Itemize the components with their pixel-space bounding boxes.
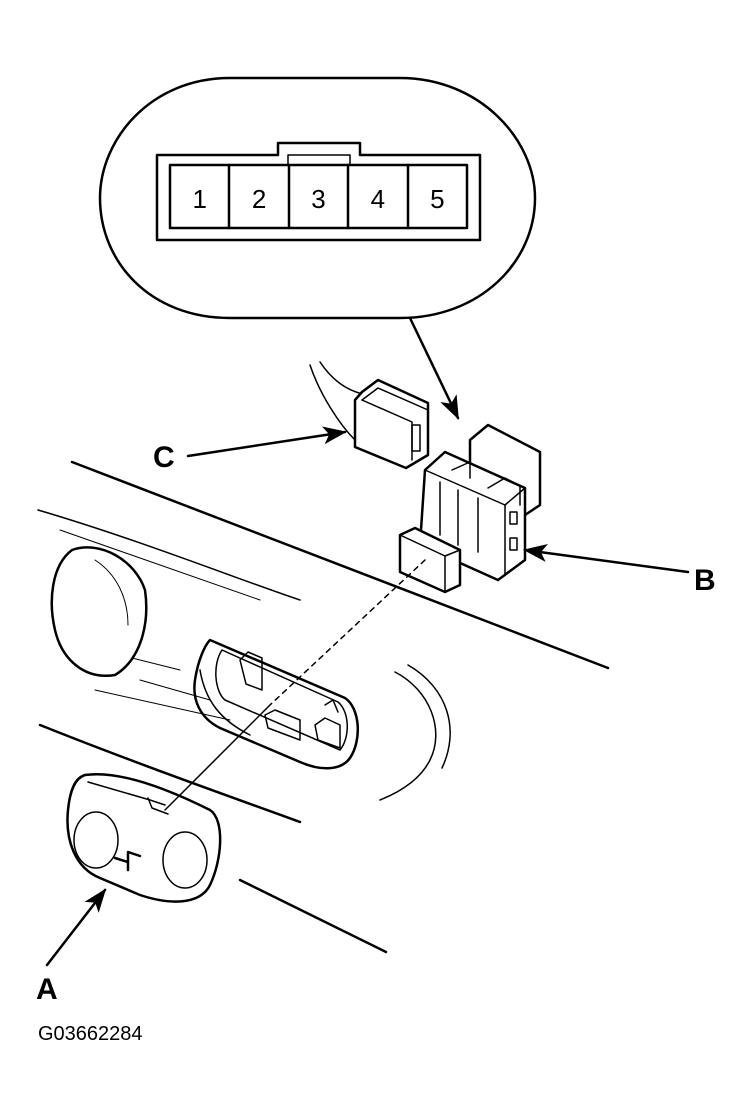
panel-contour: [37, 509, 301, 601]
cover-a-recess: [162, 831, 208, 889]
mounting-clip: [314, 717, 341, 749]
callout-label-c: C: [153, 441, 175, 474]
alignment-guide-dashed: [269, 559, 426, 706]
connector-c-latch: [411, 424, 421, 452]
detail-bubble-outline: [98, 76, 537, 320]
panel-recess-contour: [407, 664, 451, 769]
connector-housing-outline: [155, 141, 482, 242]
panel-lower-edge: [38, 723, 302, 824]
harness-wire: [319, 361, 369, 396]
connector-detail-view: 1 2 3 4 5: [98, 76, 537, 320]
harness-wire: [309, 364, 356, 441]
mounting-hole-inner: [199, 669, 251, 736]
switch-pin-slot: [509, 537, 518, 551]
mounting-hole-outer: [193, 638, 360, 770]
pin-label: 3: [311, 184, 325, 214]
panel-contour: [59, 529, 261, 601]
panel-contour: [139, 679, 211, 701]
connector-c-top: [361, 387, 429, 411]
switch-cover-a: [66, 773, 222, 903]
mounting-clip: [324, 699, 339, 713]
cover-a-top-edge: [87, 781, 166, 806]
callout-arrow-b: [523, 544, 690, 574]
callout-arrow-a: [45, 888, 107, 967]
pin-labels: 1 2 3 4 5: [192, 184, 444, 214]
adjacent-knob-highlight: [94, 559, 129, 626]
cover-a-recess: [73, 811, 119, 869]
switch-clip: [487, 477, 521, 506]
switch-body-edge: [504, 487, 526, 506]
cover-a-symbol: [113, 850, 142, 872]
panel-recess-contour: [379, 671, 437, 801]
cover-a-outline: [66, 773, 222, 903]
callout-label-b: B: [694, 564, 716, 597]
callout-label-a: A: [36, 973, 58, 1006]
pin-label: 4: [371, 184, 385, 214]
panel-edge: [70, 460, 610, 670]
switch-b: [398, 423, 542, 594]
harness-connector-c: [309, 361, 430, 470]
switch-clip: [451, 461, 471, 479]
connector-lock-tab: [287, 154, 351, 166]
pin-label: 1: [192, 184, 206, 214]
detail-pointer-arrow: [408, 316, 460, 420]
pin-row-frame: [168, 163, 469, 230]
trim-panel: [37, 460, 610, 954]
alignment-guide: [164, 704, 271, 811]
figure-id: G03662284: [38, 1023, 143, 1045]
mounting-hole-inner: [215, 649, 348, 751]
switch-pin-slot: [509, 511, 518, 525]
mounting-clip: [239, 651, 263, 691]
panel-lower-edge: [238, 878, 388, 954]
adjacent-knob: [50, 546, 148, 678]
pin-label: 2: [252, 184, 266, 214]
switch-front-plug-edge: [444, 549, 461, 557]
cover-a-tab: [147, 797, 169, 815]
mounting-clip: [264, 709, 301, 741]
switch-mounting-hole: [193, 638, 360, 770]
callout-arrow-c: [186, 426, 347, 458]
pin-label: 5: [430, 184, 444, 214]
panel-contour: [94, 689, 231, 721]
